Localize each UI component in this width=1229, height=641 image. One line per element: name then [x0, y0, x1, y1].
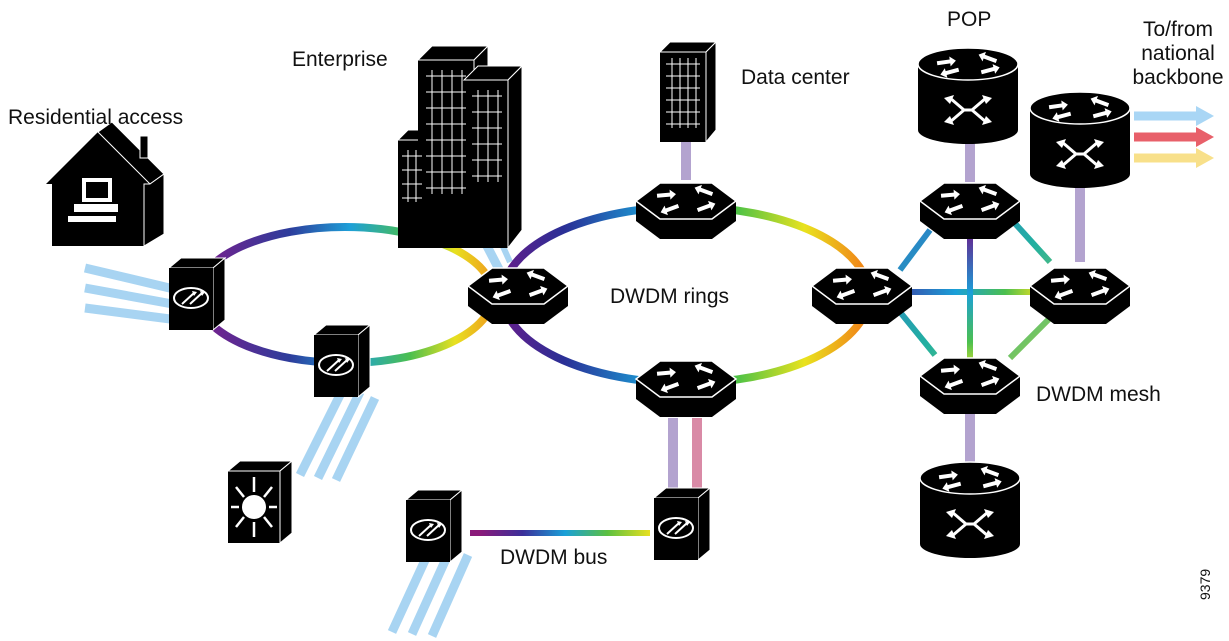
router-icon-ring-top[interactable]: [636, 183, 736, 239]
label-residential-access: Residential access: [8, 106, 184, 129]
core-router-icon-backbone[interactable]: [1030, 92, 1130, 188]
core-router-icon-bottom[interactable]: [920, 462, 1020, 558]
label-dwdm-mesh: DWDM mesh: [1036, 383, 1161, 406]
label-dwdm-bus: DWDM bus: [500, 546, 608, 569]
label-data-center: Data center: [741, 66, 850, 89]
dwdm-mesh-links: [897, 215, 1053, 370]
label-national-line-2: national: [1141, 42, 1215, 65]
office-building-icon: [396, 44, 524, 250]
label-pop: POP: [947, 8, 992, 31]
house-with-pc-icon: [46, 121, 165, 247]
router-icon-junction[interactable]: [468, 268, 568, 324]
backbone-arrows: [1134, 106, 1214, 168]
label-enterprise: Enterprise: [292, 48, 388, 71]
optical-mux-icon-bus-left[interactable]: [405, 489, 463, 563]
multilayer-switch-icon[interactable]: [226, 459, 294, 545]
router-icon-ring-right[interactable]: [812, 268, 912, 324]
switch-fibers: [295, 382, 380, 482]
label-national-line-1: To/from: [1142, 18, 1213, 41]
label-national-line-3: backbone: [1132, 66, 1224, 89]
router-icon-mesh-bottom[interactable]: [920, 358, 1020, 414]
optical-mux-icon-left[interactable]: [168, 257, 226, 331]
figure-id: 9379: [1197, 568, 1213, 600]
router-icon-mesh-top[interactable]: [920, 183, 1020, 239]
datacenter-building-icon: [658, 40, 718, 144]
optical-mux-icon-lower[interactable]: [313, 324, 371, 398]
optical-mux-icon-bus-right[interactable]: [653, 487, 711, 561]
residential-fibers: [83, 263, 180, 325]
router-icon-mesh-right[interactable]: [1030, 268, 1130, 324]
router-icon-ring-bottom[interactable]: [636, 361, 736, 417]
label-national-backbone: To/from national backbone: [1130, 18, 1226, 90]
label-dwdm-rings: DWDM rings: [610, 285, 729, 308]
core-router-icon-pop[interactable]: [918, 48, 1018, 144]
